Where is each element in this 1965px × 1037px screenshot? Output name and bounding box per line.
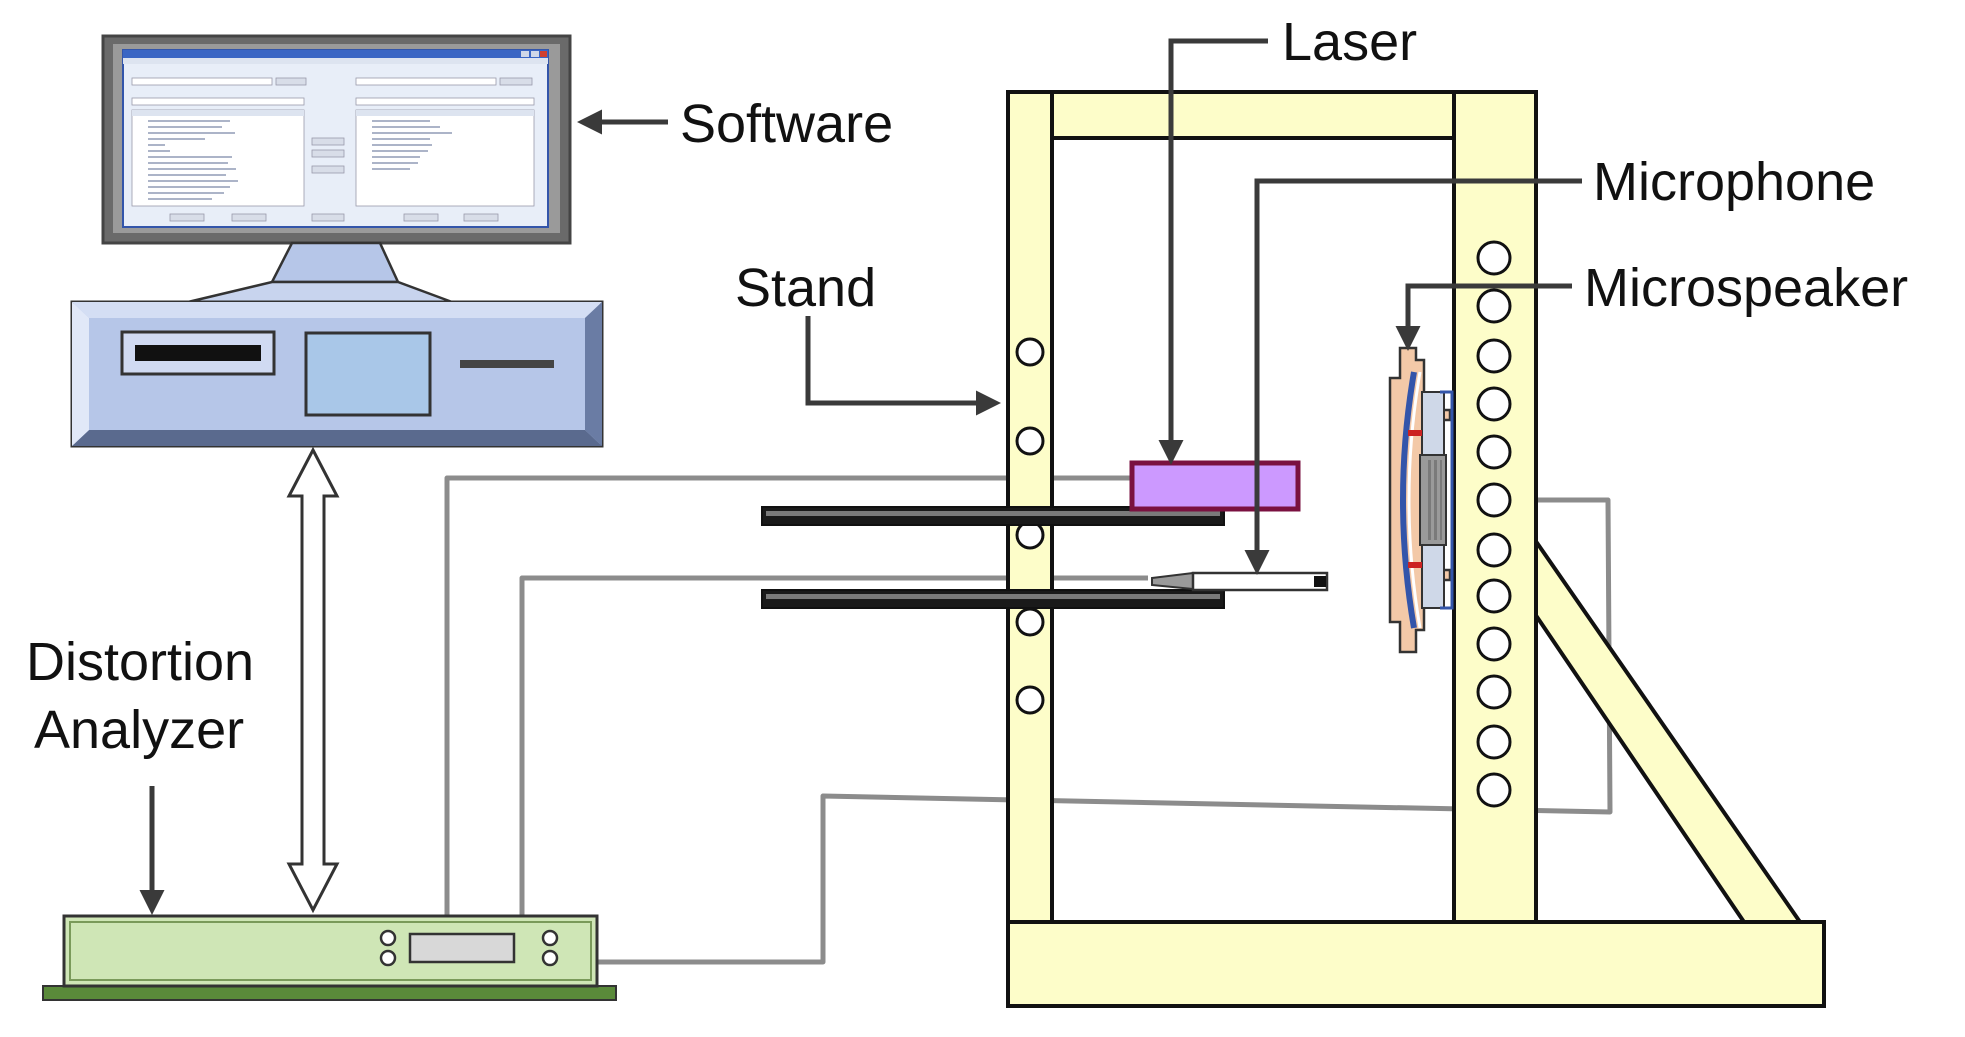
drive-slot [460, 360, 554, 368]
front-panel [304, 331, 432, 417]
diagram-labels: Software Laser Microphone Microspeaker S… [26, 12, 1908, 760]
mounting-arms [761, 506, 1225, 609]
left-post-holes [1015, 337, 1045, 715]
label-analyzer: Analyzer [34, 700, 244, 760]
stand-base [1006, 920, 1826, 1008]
speaker-cable [595, 497, 1613, 965]
pointer-arrows [139, 38, 1582, 915]
label-stand: Stand [735, 258, 876, 318]
microspeaker-pointer-arrow [1395, 283, 1572, 351]
microphone-pointer-arrow [1244, 178, 1582, 575]
stand-diagonal-brace [1533, 533, 1804, 924]
desktop-unit [70, 300, 604, 448]
label-microspeaker: Microspeaker [1584, 258, 1908, 318]
distortion-analyzer [42, 914, 617, 1001]
stand-pointer-arrow [805, 316, 1001, 416]
label-software: Software [680, 94, 893, 154]
microphone-cable [519, 575, 1148, 918]
signal-cables [444, 475, 1613, 965]
label-distortion: Distortion [26, 632, 254, 692]
analyzer-display [408, 932, 516, 964]
laser-pointer-arrow [1158, 38, 1268, 465]
microphone-device [1151, 571, 1329, 592]
label-laser: Laser [1282, 12, 1417, 72]
stand-top-beam [1050, 90, 1464, 140]
right-post-holes [1476, 240, 1512, 808]
software-window [123, 50, 548, 222]
monitor [101, 34, 572, 304]
bidirectional-arrow-icon [286, 446, 340, 914]
laser-sensor [1129, 460, 1301, 512]
label-microphone: Microphone [1593, 152, 1875, 212]
microspeaker-device [1388, 346, 1454, 654]
computer [70, 34, 604, 448]
laser-cable [444, 475, 1132, 918]
